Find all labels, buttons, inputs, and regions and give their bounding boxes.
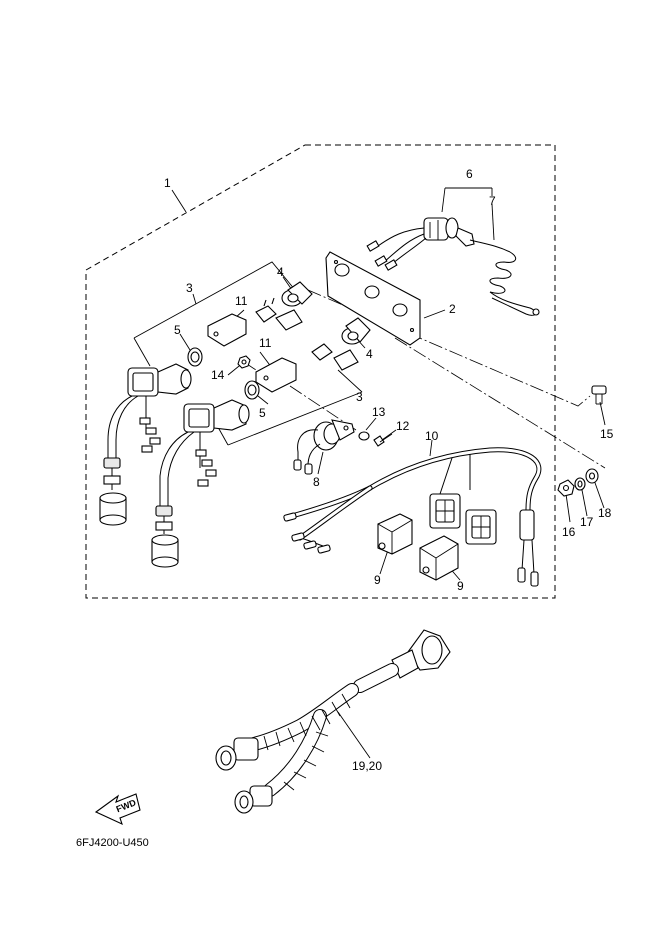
- nut-16: [557, 479, 575, 497]
- wire-harness: [283, 447, 542, 587]
- bracket-upper: [207, 297, 303, 347]
- callout-2: 2: [449, 302, 456, 316]
- callout-16: 16: [562, 525, 576, 539]
- callout-labels: 1 2 3 3 4 4 5 5 6 7 8 9 9 10 11 11 12 13…: [164, 167, 614, 773]
- callout-13: 13: [372, 405, 386, 419]
- nut: [237, 355, 251, 369]
- callout-12: 12: [396, 419, 410, 433]
- o-ring-upper: [187, 347, 203, 367]
- callout-15: 15: [600, 427, 614, 441]
- callout-18: 18: [598, 506, 612, 520]
- switch-assembly-lower: [151, 399, 250, 568]
- callout-9-right: 9: [457, 579, 464, 593]
- callout-11-lower: 11: [259, 336, 272, 350]
- screw: [373, 433, 393, 447]
- fwd-arrow-icon: FWD: [94, 793, 141, 826]
- callout-9-left: 9: [374, 573, 381, 587]
- main-switch: [366, 217, 459, 271]
- callout-8: 8: [313, 475, 320, 489]
- callout-14: 14: [211, 368, 225, 382]
- buzzer: [293, 419, 355, 475]
- relay-right: [419, 535, 459, 581]
- washer-18: [585, 468, 599, 484]
- callout-5-lower: 5: [259, 406, 266, 420]
- washer-17: [574, 477, 586, 491]
- callout-5-upper: 5: [174, 323, 181, 337]
- washer-small: [358, 431, 370, 441]
- callout-3-upper: 3: [186, 281, 193, 295]
- callout-4-upper: 4: [277, 265, 284, 279]
- callout-19-20: 19,20: [352, 759, 382, 773]
- extension-harness: [215, 629, 451, 814]
- callout-7: 7: [489, 194, 496, 208]
- callout-10: 10: [425, 429, 439, 443]
- callout-6: 6: [466, 167, 473, 181]
- callout-4-lower: 4: [366, 347, 373, 361]
- lanyard: [455, 227, 540, 316]
- switch-assembly-upper: [99, 363, 192, 526]
- callout-1: 1: [164, 176, 171, 190]
- panel-plate: [325, 251, 421, 346]
- assembly-boundary: [85, 144, 556, 599]
- callout-17: 17: [580, 515, 594, 529]
- bolt: [591, 385, 607, 405]
- relay-left: [377, 513, 413, 555]
- boot-upper: [281, 281, 313, 307]
- diagram-code: 6FJ4200-U450: [76, 837, 149, 849]
- bracket-lower: [255, 343, 359, 393]
- o-ring-lower: [244, 380, 260, 400]
- callout-11-upper: 11: [235, 294, 248, 308]
- boot-lower: [341, 317, 371, 345]
- callout-3-lower: 3: [356, 390, 363, 404]
